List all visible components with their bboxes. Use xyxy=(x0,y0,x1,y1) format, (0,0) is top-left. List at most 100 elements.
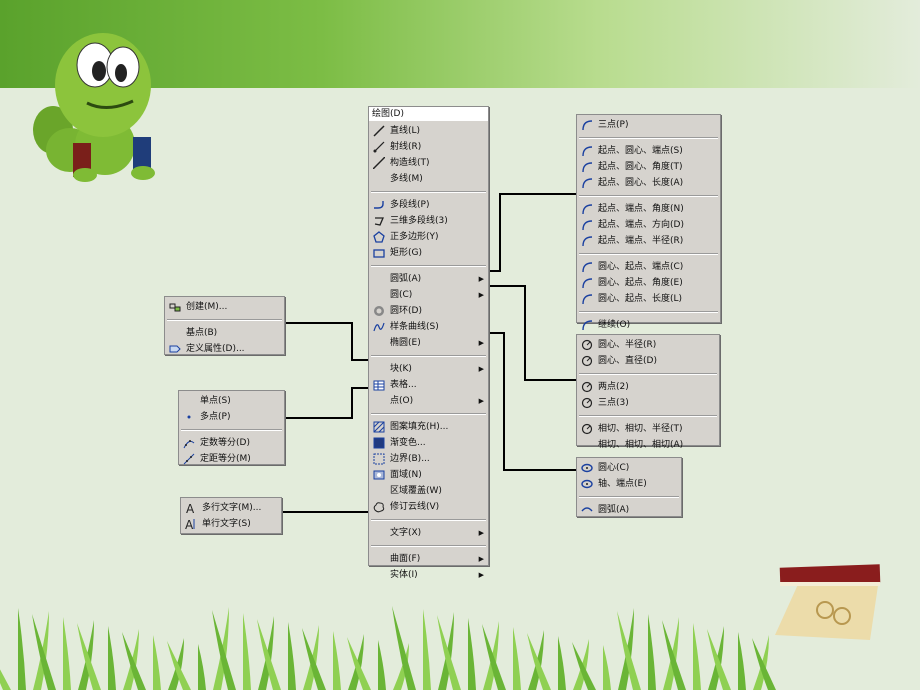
menu-item[interactable]: 圆心、半径(R) xyxy=(577,337,719,353)
measure-icon xyxy=(183,453,195,465)
arc-icon xyxy=(582,262,593,273)
point-submenu: 单点(S) 多点(P) 定数等分(D)定距等分(M) xyxy=(178,390,285,465)
menu-item[interactable]: 两点(2) xyxy=(577,379,719,395)
menu-item[interactable]: 圆心、起点、长度(L) xyxy=(577,291,720,307)
menu-item[interactable]: 起点、端点、半径(R) xyxy=(577,233,720,249)
arc-icon xyxy=(582,204,593,215)
submenu-arrow-icon: ▶ xyxy=(478,339,484,347)
menu-item[interactable]: 多段线(P) xyxy=(369,197,488,213)
menu-item-label: 起点、端点、方向(D) xyxy=(598,220,684,230)
menu-item-label: 边界(B)... xyxy=(390,454,430,464)
menu-item[interactable]: 圆心、起点、端点(C) xyxy=(577,259,720,275)
menu-item[interactable]: 圆心、起点、角度(E) xyxy=(577,275,720,291)
menu-item[interactable]: 继续(O) xyxy=(577,317,720,333)
menu-item[interactable]: 圆心(C) xyxy=(577,460,681,476)
menu-item[interactable]: 多线(M) xyxy=(369,171,488,187)
arc-icon xyxy=(582,146,593,157)
menu-item[interactable]: 射线(R) xyxy=(369,139,488,155)
menu-item[interactable]: 相切、相切、相切(A) xyxy=(577,437,719,453)
menu-item-label: 多点(P) xyxy=(200,412,231,422)
menu-item-label: 圆心、半径(R) xyxy=(598,340,657,350)
menu-item[interactable]: 定距等分(M) xyxy=(179,451,284,467)
menu-separator xyxy=(579,195,718,197)
circle-submenu: 圆心、半径(R) 圆心、直径(D) 两点(2)三点(3) 相切、相切、半径(T)相切、… xyxy=(576,334,720,450)
menu-item-label: 多线(M) xyxy=(390,174,423,184)
grass-decoration xyxy=(0,606,776,690)
circle-icon xyxy=(581,423,593,435)
menu-item-label: 圆弧(A) xyxy=(390,274,422,284)
arc-icon xyxy=(582,278,593,289)
menu-item[interactable]: 实体(I) ▶ xyxy=(369,567,488,583)
region-icon xyxy=(373,470,385,480)
menu-item[interactable]: 圆(C)▶ xyxy=(369,287,488,303)
block-submenu: 创建(M)... 基点(B) 定义属性(D)... xyxy=(164,296,285,355)
menu-item[interactable]: 起点、圆心、端点(S) xyxy=(577,143,720,159)
menu-item[interactable]: 三维多段线(3) xyxy=(369,213,488,229)
menu-item-label: 起点、圆心、长度(A) xyxy=(598,178,684,188)
menu-item[interactable]: 多点(P) xyxy=(179,409,284,425)
menu-item[interactable]: 圆弧(A) xyxy=(577,502,681,518)
menu-item[interactable]: 创建(M)... xyxy=(165,299,284,315)
submenu-arrow-icon: ▶ xyxy=(478,291,484,299)
circle-icon xyxy=(581,355,593,367)
menu-separator xyxy=(579,311,718,313)
menu-item-label: 圆心、直径(D) xyxy=(598,356,657,366)
menu-item[interactable]: 点(O)▶ xyxy=(369,393,488,409)
menu-item[interactable]: 定数等分(D) xyxy=(179,435,284,451)
book-glasses-illustration xyxy=(775,564,881,640)
menu-item-label: 基点(B) xyxy=(186,328,218,338)
menu-item-label: 三点(P) xyxy=(598,120,629,130)
menu-item[interactable]: 起点、端点、角度(N) xyxy=(577,201,720,217)
menu-item[interactable]: 样条曲线(S) xyxy=(369,319,488,335)
menu-item-label: 面域(N) xyxy=(390,470,422,480)
menu-item[interactable]: 图案填充(H)... xyxy=(369,419,488,435)
menu-item-label: 实体(I) xyxy=(390,570,418,580)
ray-icon xyxy=(373,141,385,153)
menu-item[interactable]: 矩形(G) xyxy=(369,245,488,261)
menu-item[interactable]: 单点(S) xyxy=(179,393,284,409)
3dpoly-icon xyxy=(374,217,384,226)
menu-separator xyxy=(371,191,486,193)
menu-item[interactable]: 边界(B)... xyxy=(369,451,488,467)
spline-icon xyxy=(373,322,385,332)
menu-item[interactable]: 椭圆(E)▶ xyxy=(369,335,488,351)
menu-item[interactable]: 渐变色... xyxy=(369,435,488,451)
menu-item[interactable]: 修订云线(V) xyxy=(369,499,488,515)
menu-item[interactable]: 相切、相切、半径(T) xyxy=(577,421,719,437)
menu-item[interactable]: 起点、圆心、长度(A) xyxy=(577,175,720,191)
menu-item[interactable]: 直线(L) xyxy=(369,123,488,139)
menu-item[interactable]: 圆环(D) xyxy=(369,303,488,319)
menu-item[interactable]: 起点、圆心、角度(T) xyxy=(577,159,720,175)
block-create-icon xyxy=(169,303,181,312)
menu-item[interactable]: 轴、端点(E) xyxy=(577,476,681,492)
menu-item[interactable]: 文字(X)▶ xyxy=(369,525,488,541)
menu-separator xyxy=(181,429,282,431)
menu-item-label: 圆心、起点、端点(C) xyxy=(598,262,684,272)
menu-item[interactable]: 构造线(T) xyxy=(369,155,488,171)
menu-item[interactable]: 定义属性(D)... xyxy=(165,341,284,357)
menu-item[interactable]: 表格... xyxy=(369,377,488,393)
menu-item[interactable]: 曲面(F)▶ xyxy=(369,551,488,567)
menu-item[interactable]: 三点(3) xyxy=(577,395,719,411)
menu-item[interactable]: 圆心、直径(D) xyxy=(577,353,719,369)
menu-item[interactable]: 面域(N) xyxy=(369,467,488,483)
worm-mascot-illustration xyxy=(33,33,155,182)
menu-item[interactable]: 三点(P) xyxy=(577,117,720,133)
submenu-arrow-icon: ▶ xyxy=(478,571,484,579)
polygon-icon xyxy=(373,231,385,243)
line-icon xyxy=(373,125,385,137)
menu-item[interactable]: 正多边形(Y) xyxy=(369,229,488,245)
menu-item[interactable]: 基点(B) xyxy=(165,325,284,341)
menu-item[interactable]: 区域覆盖(W) xyxy=(369,483,488,499)
text-icon: A xyxy=(185,518,195,530)
menu-item[interactable]: 起点、端点、方向(D) xyxy=(577,217,720,233)
menu-item[interactable]: 圆弧(A)▶ xyxy=(369,271,488,287)
rectangle-icon xyxy=(373,249,385,258)
menu-item[interactable]: 块(K)▶ xyxy=(369,361,488,377)
menu-item-label: 射线(R) xyxy=(390,142,422,152)
arc-icon xyxy=(582,320,593,331)
divide-icon xyxy=(183,440,195,449)
